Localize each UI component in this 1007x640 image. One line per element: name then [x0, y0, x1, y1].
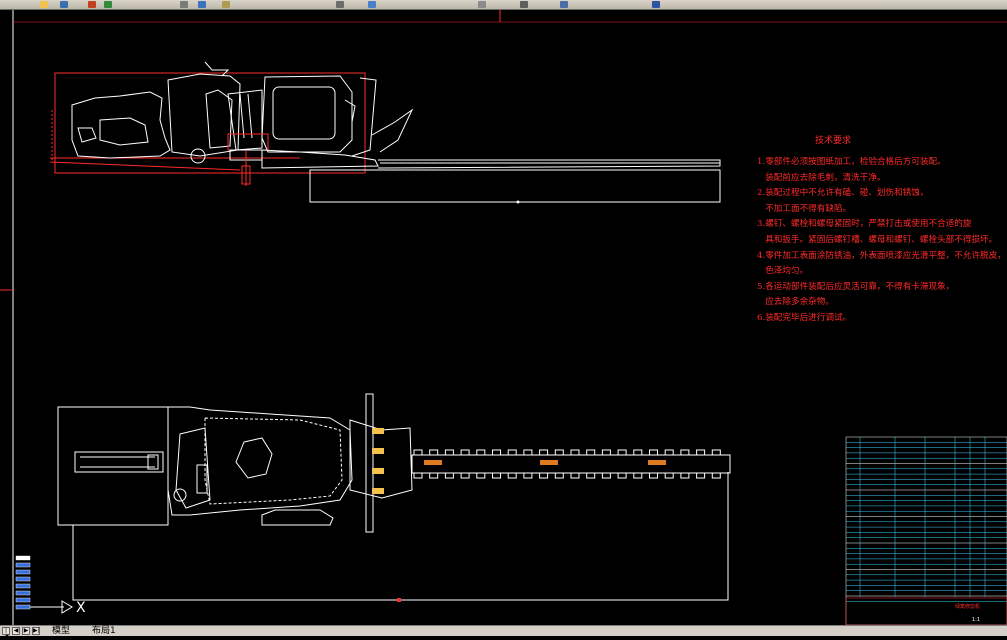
help-icon[interactable]: [652, 1, 660, 8]
blade-tooth: [476, 449, 486, 479]
plan-view-drawing: [57, 393, 731, 602]
blade-tooth: [429, 449, 439, 479]
open-icon[interactable]: [40, 1, 48, 8]
tech-requirement-line: 不加工面不得有缺陷。: [757, 203, 852, 214]
tech-requirement-line: 3.螺钉、螺栓和螺母紧固时，严禁打击或使用不合适的旋: [757, 219, 972, 230]
layer-swatch: [15, 569, 31, 575]
blade-tooth: [460, 449, 470, 479]
save-icon[interactable]: [60, 1, 68, 8]
layer-swatch: [15, 604, 31, 610]
layer-icon[interactable]: [336, 1, 344, 8]
blade-tooth: [664, 449, 674, 479]
bom-outline: [845, 436, 1007, 625]
tech-requirement-line: 具和扳手。紧固后螺钉槽、螺母和螺钉、螺栓头部不得损坏。: [757, 234, 998, 245]
ucs-x-label: X: [76, 600, 86, 616]
layout-tab-bar: |◀ ◀ ▶ ▶| 模型 布局1: [0, 625, 1007, 640]
title-block-name: 绿篱修剪机: [955, 604, 981, 610]
tech-requirement-line: 2.装配过程中不允许有磕、碰、划伤和锈蚀，: [757, 188, 929, 199]
pan-icon[interactable]: [180, 1, 188, 8]
blade-tooth: [570, 449, 580, 479]
tech-requirement-line: 1.零部件必须按图纸加工，检验合格后方可装配。: [757, 157, 946, 167]
drawing-frame: [0, 10, 1007, 625]
tech-requirement-line: 6.装配完毕后进行调试。: [757, 312, 852, 323]
blade-tooth: [711, 449, 721, 479]
drawing-canvas[interactable]: X: [0, 10, 1007, 625]
calc-icon[interactable]: [478, 1, 486, 8]
tech-requirement-line: 色泽均匀。: [757, 266, 809, 277]
undo-icon[interactable]: [88, 1, 96, 8]
blade-tooth: [633, 449, 643, 479]
redo-icon[interactable]: [104, 1, 112, 8]
blade-rivet: [540, 460, 558, 465]
layer-swatch: [15, 597, 31, 603]
layer-swatch: [15, 590, 31, 596]
blade-tooth: [444, 449, 454, 479]
layer-swatch: [15, 555, 31, 561]
tech-requirement-line: 5.各运动部件装配后应灵活可靠，不得有卡滞现象，: [757, 281, 955, 292]
layer-swatch: [15, 562, 31, 568]
blade-tooth: [507, 449, 517, 479]
blade-tooth: [554, 449, 564, 479]
design-center-icon[interactable]: [520, 1, 528, 8]
side-view-drawing: [49, 61, 721, 204]
toolbar: [0, 0, 1007, 10]
blade-tooth: [539, 449, 549, 479]
tech-requirement-line: 4.零件加工表面涂防锈油，外表面喷漆应光滑平整，不允许脱皮，: [757, 250, 1006, 261]
title-block-scale: 1:1: [972, 617, 981, 623]
layer-swatch: [15, 583, 31, 589]
tech-requirement-line: 装配前应去除毛刺，清洗干净。: [757, 172, 886, 183]
nav-last-icon[interactable]: ▶|: [32, 627, 40, 635]
match-icon[interactable]: [368, 1, 376, 8]
bom-table: [845, 436, 1007, 625]
blade-tooth: [601, 449, 611, 479]
blade-tooth: [680, 449, 690, 479]
blade-tooth: [413, 449, 423, 479]
tech-requirement-line: 应去除多余杂物。: [757, 297, 834, 308]
blade-teeth: [413, 449, 721, 479]
blade-tooth: [617, 449, 627, 479]
nav-prev-icon[interactable]: ◀: [12, 627, 20, 635]
blade-tooth: [492, 449, 501, 479]
layer-swatch: [15, 576, 31, 582]
nav-first-icon[interactable]: |◀: [2, 627, 10, 640]
properties-icon[interactable]: [222, 1, 230, 8]
blade-tooth: [586, 449, 596, 479]
tech-requirements-list: 1.零部件必须按图纸加工，检验合格后方可装配。 装配前应去除毛刺，清洗干净。 2.…: [757, 155, 1007, 327]
blade-tooth: [523, 449, 533, 479]
tab-layout1[interactable]: 布局1: [92, 626, 116, 636]
tech-requirements-title: 技术要求: [815, 136, 852, 146]
blade-tooth: [649, 449, 658, 479]
title-block-frame: [845, 597, 1007, 625]
nav-next-icon[interactable]: ▶: [22, 627, 30, 635]
tab-model[interactable]: 模型: [52, 626, 71, 636]
layer-indicator: [15, 555, 31, 610]
zoom-icon[interactable]: [198, 1, 206, 8]
blade-tooth: [696, 449, 706, 479]
blade-rivet: [648, 460, 666, 465]
blade-rivet: [424, 460, 442, 465]
tool-palette-icon[interactable]: [560, 1, 568, 8]
